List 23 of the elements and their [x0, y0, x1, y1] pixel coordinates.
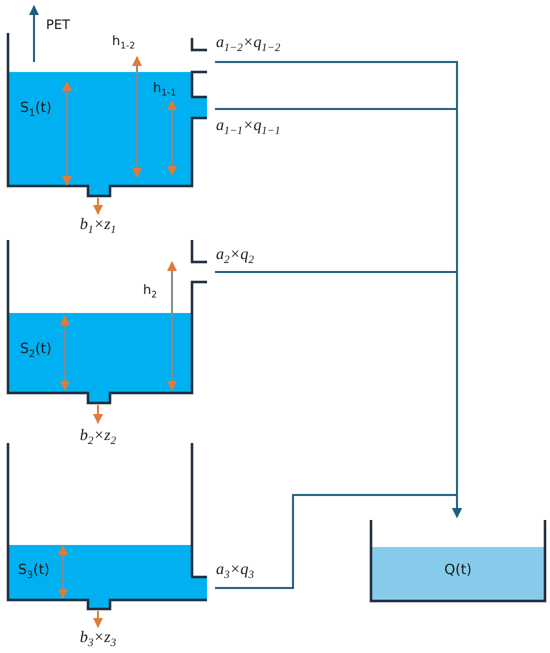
- edge-label: a$_{1−2}$×q$_{1−2}$: [216, 34, 280, 54]
- storage-label: Q(t): [444, 562, 472, 578]
- flow-arrow: [29, 5, 39, 62]
- storage-label: S$_{1}$(t): [20, 100, 52, 119]
- height-label: h$_{1-1}$: [153, 81, 176, 99]
- flow-arrow: [93, 405, 103, 424]
- flow-arrow: [93, 198, 103, 215]
- edge-label: a$_{1−1}$×q$_{1−1}$: [216, 117, 280, 138]
- storage-label: S$_{3}$(t): [18, 562, 50, 581]
- edge-label: b$_{3}$×z$_{3}$: [80, 629, 116, 650]
- tank: [6, 31, 209, 198]
- edge-label: PET: [46, 18, 70, 33]
- edge-label: b$_{2}$×z$_{2}$: [80, 427, 116, 448]
- storage-label: S$_{2}$(t): [20, 341, 52, 360]
- height-label: h$_{2}$: [143, 283, 158, 301]
- edge-label: a$_{3}$×q$_{3}$: [216, 561, 254, 582]
- reservoir-tank: [369, 518, 547, 603]
- edge-label: b$_{1}$×z$_{1}$: [80, 216, 116, 236]
- flow-arrow: [93, 611, 103, 628]
- edge-label: a$_{2}$×q$_{2}$: [216, 246, 254, 266]
- height-label: h$_{1-2}$: [112, 34, 136, 52]
- tank: [6, 239, 209, 405]
- outflow-arrow: [215, 494, 462, 589]
